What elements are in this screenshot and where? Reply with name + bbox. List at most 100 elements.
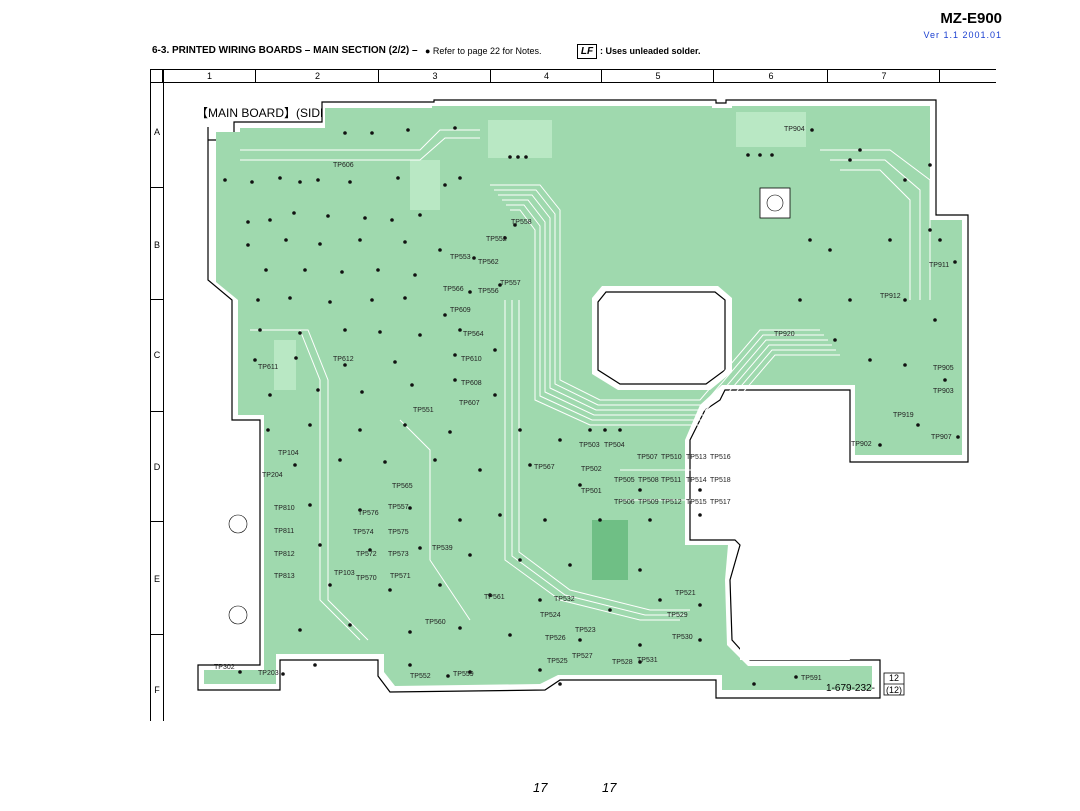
mounting-hole [228, 514, 248, 534]
row-divider [151, 411, 163, 412]
test-point-label: TP612 [333, 356, 354, 363]
test-point-label: TP576 [358, 510, 379, 517]
model-name: MZ-E900 [940, 10, 1002, 27]
test-point-label: TP531 [637, 657, 658, 664]
test-point-label: TP610 [461, 356, 482, 363]
test-point-label: TP561 [484, 594, 505, 601]
test-point-label: TP912 [880, 293, 901, 300]
test-point-label: TP810 [274, 505, 295, 512]
test-point-label: TP511 [661, 477, 682, 484]
test-point-label: TP565 [392, 483, 413, 490]
test-point-label: TP104 [278, 450, 299, 457]
column-label: 4 [490, 70, 602, 82]
trace-bus [240, 129, 931, 641]
test-point-label: TP302 [214, 664, 235, 671]
test-point-label: TP523 [575, 627, 596, 634]
test-point-label: TP505 [614, 477, 635, 484]
sheet-number-paren: (12) [885, 685, 902, 695]
test-point-label: TP811 [274, 528, 295, 535]
copper-pad [410, 160, 440, 210]
test-point-label: TP560 [425, 619, 446, 626]
test-point-label: TP552 [410, 673, 431, 680]
test-point-label: TP904 [784, 126, 805, 133]
test-point-label: TP919 [893, 412, 914, 419]
copper-pad [274, 340, 296, 390]
test-point-label: TP518 [710, 477, 731, 484]
page-number-left: 17 [533, 780, 548, 795]
row-label: C [153, 350, 161, 360]
test-point-label: TP559 [453, 671, 474, 678]
column-label: 5 [601, 70, 714, 82]
row-label: D [153, 462, 161, 472]
test-point-label: TP570 [356, 575, 377, 582]
test-point-label: TP812 [274, 551, 295, 558]
test-point-label: TP556 [478, 288, 499, 295]
test-point-label: TP532 [554, 596, 575, 603]
test-point-label: TP514 [686, 477, 707, 484]
test-point-label: TP529 [667, 612, 688, 619]
test-point-label: TP526 [545, 635, 566, 642]
board-title: 【MAIN BOARD】(SIDE B) [196, 106, 344, 120]
test-point-label: TP562 [478, 259, 499, 266]
test-point-label: TP515 [686, 499, 707, 506]
test-point-label: TP551 [413, 407, 434, 414]
test-point-label: TP920 [774, 331, 795, 338]
test-point-label: TP905 [933, 365, 954, 372]
mounting-hole [228, 605, 248, 625]
row-label: B [153, 240, 160, 250]
column-label: 1 [162, 70, 256, 82]
test-point-label: TP573 [388, 551, 409, 558]
test-point-label: TP571 [390, 573, 411, 580]
test-point-label: TP566 [443, 286, 464, 293]
column-spacer [939, 70, 997, 82]
test-point-label: TP903 [933, 388, 954, 395]
copper-pad [736, 112, 806, 147]
test-point-label: TP510 [661, 454, 682, 461]
test-point-label: TP508 [638, 477, 659, 484]
solder-note: LF: Uses unleaded solder. [577, 44, 701, 59]
copper-pad [592, 520, 628, 580]
test-point-label: TP606 [333, 162, 354, 169]
column-label: 2 [255, 70, 379, 82]
row-divider [151, 299, 163, 300]
test-point-label: TP572 [356, 551, 377, 558]
page-number-right: 17 [602, 780, 617, 795]
test-point-label: TP557 [500, 280, 521, 287]
column-label: 3 [378, 70, 491, 82]
ic-mark [766, 194, 784, 212]
ic-footprint [759, 187, 791, 219]
test-point-label: TP504 [604, 442, 625, 449]
test-point-label: TP509 [638, 499, 659, 506]
lead-free-icon: LF [577, 44, 597, 59]
row-label: E [153, 574, 160, 584]
test-point-label: TP524 [540, 612, 561, 619]
row-divider [151, 521, 163, 522]
test-point-label: TP907 [931, 434, 952, 441]
column-label: 7 [827, 70, 940, 82]
copper-pad [488, 120, 552, 158]
test-point-label: TP567 [534, 464, 555, 471]
test-point-label: TP813 [274, 573, 295, 580]
solder-pads [223, 126, 960, 686]
notes-reference: ● Refer to page 22 for Notes. [425, 46, 542, 56]
row-divider [151, 634, 163, 635]
test-point-label: TP530 [672, 634, 693, 641]
test-point-label: TP609 [450, 307, 471, 314]
test-point-label: TP557 [388, 504, 409, 511]
test-point-label: TP591 [801, 675, 822, 682]
test-point-label: TP521 [675, 590, 696, 597]
test-point-label: TP103 [334, 570, 355, 577]
test-point-label: TP503 [579, 442, 600, 449]
test-point-label: TP507 [637, 454, 658, 461]
test-point-label: TP512 [661, 499, 682, 506]
solder-note-text: : Uses unleaded solder. [600, 45, 701, 56]
test-point-label: TP517 [710, 499, 731, 506]
test-point-label: TP611 [258, 364, 279, 371]
test-point-label: TP527 [572, 653, 593, 660]
test-point-label: TP575 [388, 529, 409, 536]
test-point-label: TP528 [612, 659, 633, 666]
row-label: F [154, 685, 160, 695]
test-point-label: TP911 [929, 262, 950, 269]
test-point-label: TP574 [353, 529, 374, 536]
